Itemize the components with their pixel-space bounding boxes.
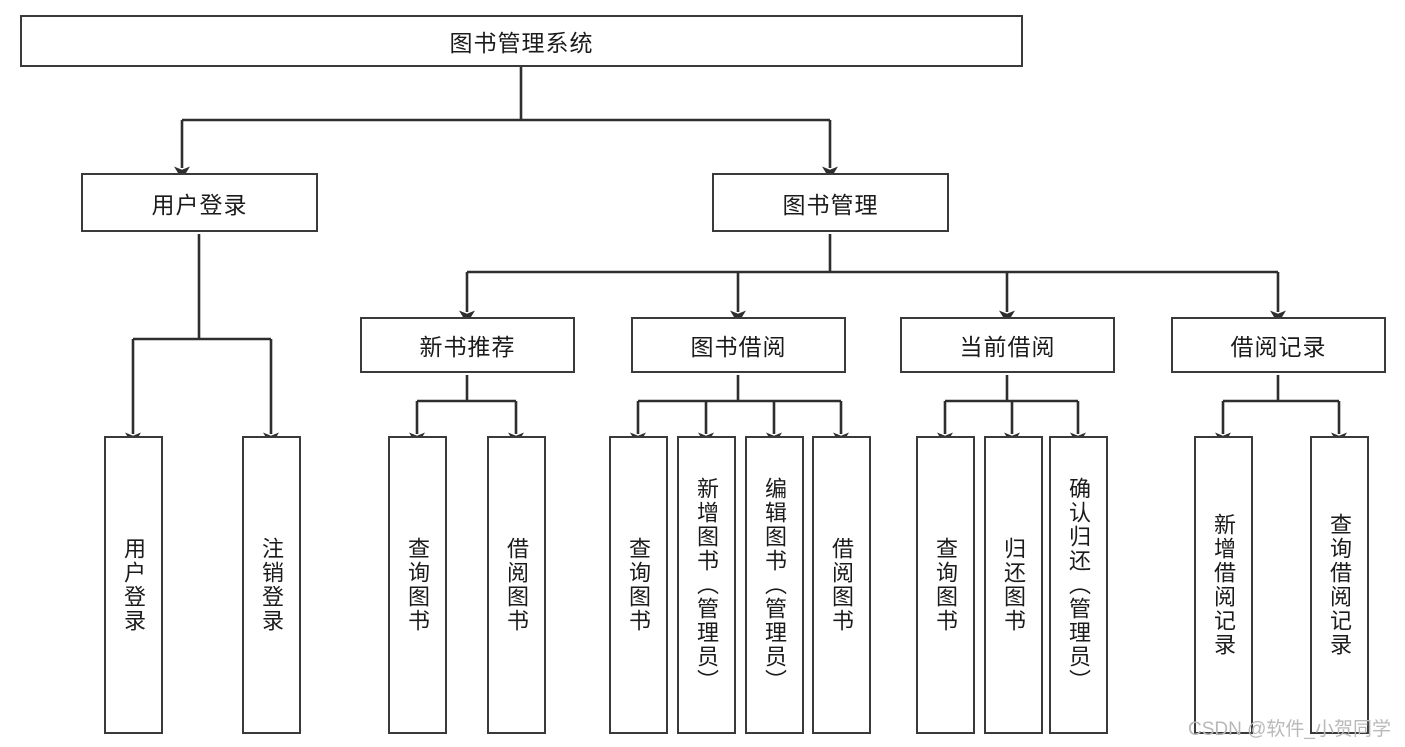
vlabel-wrap: 归还图书 — [986, 438, 1041, 732]
vlabel-wrap: 查询图书 — [390, 438, 445, 732]
node-user-login-label: 用户登录 — [151, 191, 248, 218]
node-leaf-return-book-label: 归还图书 — [1001, 537, 1027, 633]
vlabel-wrap: 查询借阅记录 — [1312, 438, 1367, 732]
node-leaf-query-book-2-label: 查询图书 — [626, 537, 652, 633]
node-borrow-record[interactable]: 借阅记录 — [1171, 317, 1386, 373]
vlabel-wrap: 确认归还（管理员） — [1051, 438, 1106, 732]
node-leaf-borrow-book-1-label: 借阅图书 — [504, 537, 530, 633]
node-leaf-add-record-label: 新增借阅记录 — [1211, 513, 1237, 657]
node-leaf-confirm-return[interactable]: 确认归还（管理员） — [1049, 436, 1108, 734]
vlabel-wrap: 编辑图书（管理员） — [747, 438, 802, 732]
vlabel-wrap: 借阅图书 — [489, 438, 544, 732]
node-leaf-query-book-1[interactable]: 查询图书 — [388, 436, 447, 734]
edge-group-book-manage-to-level2 — [459, 234, 1286, 324]
node-leaf-logout[interactable]: 注销登录 — [242, 436, 301, 734]
vlabel-wrap: 用户登录 — [106, 438, 161, 732]
vlabel-wrap: 新增图书（管理员） — [679, 438, 734, 732]
edge-group-book-borrow-to-leaves — [630, 375, 849, 446]
node-book-borrow[interactable]: 图书借阅 — [631, 317, 846, 373]
node-new-book-rec[interactable]: 新书推荐 — [360, 317, 575, 373]
edge-group-new-book-rec-to-leaves — [409, 375, 524, 446]
vlabel-wrap: 查询图书 — [611, 438, 666, 732]
node-leaf-query-book-1-label: 查询图书 — [405, 537, 431, 633]
node-leaf-user-login[interactable]: 用户登录 — [104, 436, 163, 734]
node-root-label: 图书管理系统 — [449, 30, 594, 56]
node-leaf-query-book-3[interactable]: 查询图书 — [916, 436, 975, 734]
node-leaf-add-record[interactable]: 新增借阅记录 — [1194, 436, 1253, 734]
node-leaf-query-book-2[interactable]: 查询图书 — [609, 436, 668, 734]
node-leaf-borrow-book-2-label: 借阅图书 — [829, 537, 855, 633]
node-book-borrow-label: 图书借阅 — [690, 334, 787, 360]
node-leaf-borrow-book-2[interactable]: 借阅图书 — [812, 436, 871, 734]
node-book-manage-label: 图书管理 — [782, 191, 879, 218]
node-leaf-borrow-book-1[interactable]: 借阅图书 — [487, 436, 546, 734]
node-leaf-return-book[interactable]: 归还图书 — [984, 436, 1043, 734]
node-leaf-edit-book[interactable]: 编辑图书（管理员） — [745, 436, 804, 734]
node-new-book-rec-label: 新书推荐 — [419, 334, 516, 360]
edge-group-root-to-level1 — [174, 67, 838, 180]
edge-group-borrow-record-to-leaves — [1215, 375, 1347, 446]
vlabel-wrap: 注销登录 — [244, 438, 299, 732]
node-leaf-add-book[interactable]: 新增图书（管理员） — [677, 436, 736, 734]
node-leaf-add-book-label: 新增图书（管理员） — [694, 477, 720, 693]
node-current-borrow-label: 当前借阅 — [959, 334, 1056, 360]
node-leaf-logout-label: 注销登录 — [259, 537, 285, 633]
node-leaf-query-record-label: 查询借阅记录 — [1327, 513, 1353, 657]
watermark-text: CSDN @软件_小贺同学 — [1188, 719, 1391, 740]
vlabel-wrap: 新增借阅记录 — [1196, 438, 1251, 732]
node-book-manage[interactable]: 图书管理 — [712, 173, 949, 232]
edge-group-user-login-to-leaves — [125, 234, 279, 446]
edge-group-current-borrow-to-leaves — [937, 375, 1086, 446]
node-current-borrow[interactable]: 当前借阅 — [900, 317, 1115, 373]
node-user-login[interactable]: 用户登录 — [81, 173, 318, 232]
node-leaf-edit-book-label: 编辑图书（管理员） — [762, 477, 788, 693]
node-leaf-confirm-return-label: 确认归还（管理员） — [1066, 477, 1092, 693]
node-leaf-query-book-3-label: 查询图书 — [933, 537, 959, 633]
node-root[interactable]: 图书管理系统 — [20, 15, 1023, 67]
vlabel-wrap: 借阅图书 — [814, 438, 869, 732]
vlabel-wrap: 查询图书 — [918, 438, 973, 732]
node-borrow-record-label: 借阅记录 — [1230, 334, 1327, 360]
node-leaf-query-record[interactable]: 查询借阅记录 — [1310, 436, 1369, 734]
node-leaf-user-login-label: 用户登录 — [121, 537, 147, 633]
